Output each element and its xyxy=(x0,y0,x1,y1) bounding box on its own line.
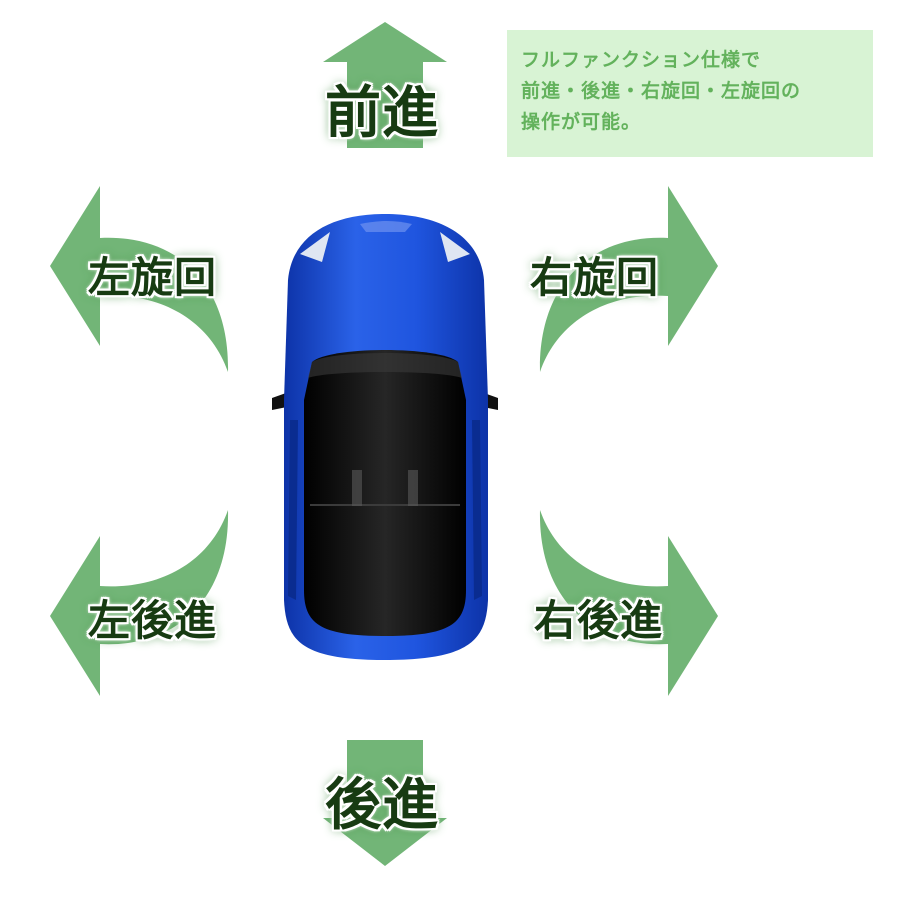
feature-note-line-1: フルファンクション仕様で xyxy=(521,49,762,71)
feature-note: フルファンクション仕様で 前進・後進・右旋回・左旋回の 操作が可能。 xyxy=(507,30,873,157)
left-turn-arrow-icon xyxy=(50,186,229,372)
feature-note-line-3: 操作が可能。 xyxy=(521,111,642,133)
right-back-arrow-icon xyxy=(539,510,718,696)
backward-arrow-icon xyxy=(323,740,447,866)
label-right-turn: 右旋回 xyxy=(530,253,660,302)
left-back-arrow-icon xyxy=(50,510,229,696)
right-turn-arrow-icon xyxy=(539,186,718,372)
label-right-back: 右後進 xyxy=(534,596,664,645)
label-forward: 前進 xyxy=(325,81,439,146)
label-left-back: 左後進 xyxy=(88,596,218,645)
feature-note-line-2: 前進・後進・右旋回・左旋回の xyxy=(521,80,802,102)
label-left-turn: 左旋回 xyxy=(88,253,218,302)
label-backward: 後進 xyxy=(325,773,439,838)
forward-arrow-icon xyxy=(323,22,447,148)
